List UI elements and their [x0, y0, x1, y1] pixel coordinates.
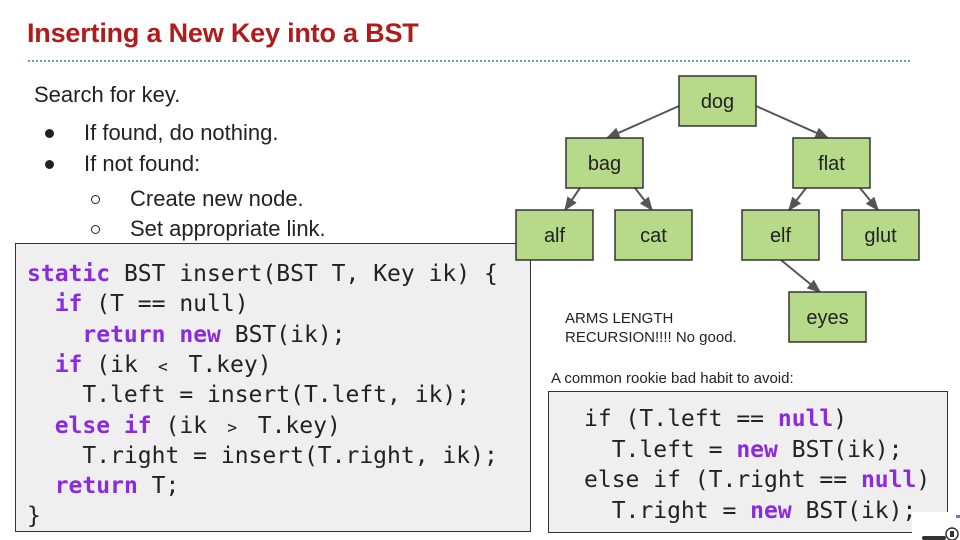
- node-eyes: eyes: [788, 291, 867, 343]
- code-line: static BST insert(BST T, Key ik) {: [27, 259, 498, 289]
- code-line: T.right = insert(T.right, ik);: [27, 441, 498, 471]
- node-elf: elf: [741, 209, 820, 261]
- code-line: return T;: [27, 471, 180, 501]
- code-line: else if (ik ﹥ T.key): [27, 411, 341, 441]
- node-box: [678, 75, 757, 127]
- code-line: if (T.left == null): [584, 404, 847, 434]
- code-keyword: else if: [54, 412, 152, 439]
- code-line: if (ik ﹤ T.key): [27, 350, 272, 380]
- node-box: [792, 137, 871, 189]
- note-line: ARMS LENGTH: [565, 310, 674, 327]
- node-box: [614, 209, 693, 261]
- note-line: RECURSION!!!! No good.: [565, 329, 737, 346]
- code-line: else if (T.right == null): [584, 465, 930, 495]
- node-alf: alf: [515, 209, 594, 261]
- code-text: BST(ik);: [791, 497, 917, 524]
- bullet-ring-icon: [91, 195, 100, 204]
- code-keyword: new: [750, 497, 792, 524]
- code-text: (ik ﹤ T.key): [82, 351, 272, 378]
- node-label: flat: [818, 153, 845, 175]
- code-keyword: if: [54, 291, 83, 318]
- slide-title: Inserting a New Key into a BST: [27, 18, 419, 48]
- node-flat: flat: [792, 137, 871, 189]
- node-dog: dog: [678, 75, 757, 127]
- code-keyword: if: [54, 351, 83, 378]
- bullet-dot-icon: [45, 160, 54, 169]
- code-keyword: null: [860, 467, 917, 493]
- code-keyword: static: [27, 261, 111, 287]
- code-text: T.right = insert(T.right, ik);: [27, 442, 498, 469]
- node-box: [788, 291, 867, 343]
- title-divider: [28, 60, 910, 62]
- code-line: }: [27, 501, 41, 531]
- node-label: dog: [701, 91, 734, 113]
- code-text: }: [27, 503, 41, 530]
- code-line: T.left = insert(T.left, ik);: [27, 380, 470, 410]
- edge-flat-elf: [788, 187, 807, 212]
- node-box: [565, 137, 644, 189]
- node-label: glut: [864, 225, 897, 247]
- edge-bag-cat: [634, 187, 653, 212]
- code-text: (ik ﹥ T.key): [151, 412, 341, 439]
- bullet-ring-icon: [91, 225, 100, 234]
- node-label: elf: [770, 225, 792, 247]
- code-line: if (T == null): [27, 289, 249, 319]
- code-keyword: new: [179, 321, 221, 348]
- code-line: T.left = new BST(ik);: [584, 435, 903, 465]
- code-text: T;: [137, 473, 180, 500]
- code-text: ): [833, 406, 848, 432]
- code-line: return new BST(ik);: [27, 320, 346, 350]
- code-keyword: return: [82, 321, 166, 348]
- code-text: (T == null): [82, 291, 249, 318]
- code-text: BST(ik);: [220, 321, 346, 348]
- bullet-text: Create new node.: [130, 186, 304, 211]
- rookie-habit-note: A common rookie bad habit to avoid:: [551, 370, 794, 387]
- insert-code-block: static BST insert(BST T, Key ik) { if (T…: [15, 243, 531, 532]
- edge-elf-eyes: [780, 259, 822, 293]
- node-cat: cat: [614, 209, 693, 261]
- bullet-dot-icon: [45, 129, 54, 138]
- node-box: [741, 209, 820, 261]
- intro-text: Search for key.: [34, 82, 181, 107]
- node-label: bag: [588, 153, 621, 175]
- code-text: BST(ik);: [777, 436, 903, 463]
- code-text: T.left =: [584, 436, 737, 463]
- code-keyword: return: [54, 473, 138, 500]
- code-line: T.right = new BST(ik);: [584, 496, 917, 526]
- node-label: alf: [544, 225, 566, 247]
- code-text: else if (T.right ==: [584, 467, 861, 493]
- code-text: BST insert(BST T, Key ik) {: [110, 261, 498, 287]
- code-text: T.right =: [584, 497, 751, 524]
- bullet-text: If found, do nothing.: [84, 120, 279, 145]
- bad-habit-code-block: if (T.left == null) T.left = new BST(ik)…: [548, 391, 948, 533]
- node-label: eyes: [806, 307, 848, 329]
- node-bag: bag: [565, 137, 644, 189]
- arms-length-note: ARMS LENGTH RECURSION!!!! No good.: [565, 309, 737, 347]
- code-text: ): [916, 467, 931, 493]
- code-text: if (T.left ==: [584, 406, 778, 432]
- edge-bag-alf: [564, 187, 581, 212]
- node-label: cat: [640, 225, 667, 247]
- code-keyword: new: [736, 436, 778, 463]
- node-box: [841, 209, 920, 261]
- creative-commons-icon: [912, 512, 960, 540]
- bullet-text: If not found:: [84, 151, 201, 176]
- edge-dog-flat: [755, 105, 830, 139]
- code-keyword: null: [777, 406, 834, 432]
- node-box: [515, 209, 594, 261]
- bullet-text: Set appropriate link.: [130, 216, 326, 241]
- edge-dog-bag: [605, 105, 680, 139]
- node-glut: glut: [841, 209, 920, 261]
- code-text: T.left = insert(T.left, ik);: [27, 382, 471, 409]
- edge-flat-glut: [859, 187, 879, 212]
